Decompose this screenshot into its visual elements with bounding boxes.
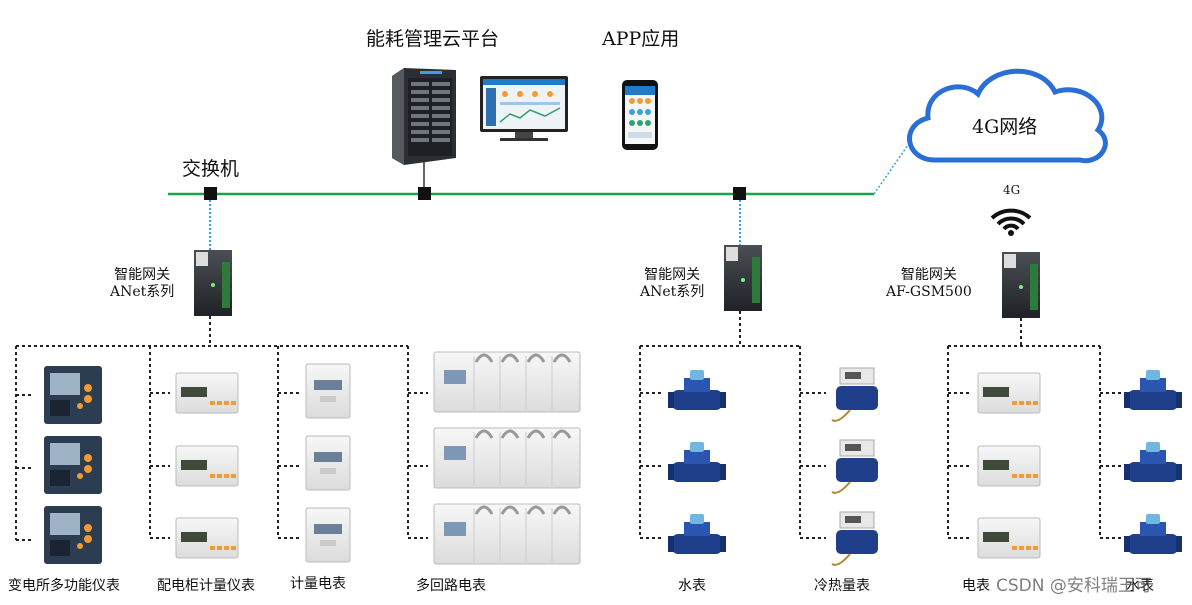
multifunction-meters: [44, 366, 102, 564]
wifi-icon: [990, 208, 1032, 236]
ethernet-bus: [168, 144, 909, 252]
phone-icon: [622, 80, 658, 150]
wifi-label: 4G: [1003, 183, 1021, 197]
platform-label: 能耗管理云平台: [366, 28, 500, 50]
label-heat-meter: 冷热量表: [814, 578, 870, 594]
label-substation-meter: 变电所多功能仪表: [8, 578, 120, 594]
network-label: 4G网络: [972, 116, 1038, 138]
switch-node-1: [204, 187, 217, 200]
energy-meters: [305, 363, 351, 563]
heat-meters: [831, 367, 878, 566]
app-label: APP应用: [602, 28, 680, 50]
watermark: CSDN @安科瑞王可: [996, 576, 1152, 596]
label-water-meter: 水表: [678, 578, 706, 594]
gateway-device-3: [1002, 252, 1040, 318]
label-water-meter-2: 水表: [1126, 578, 1154, 594]
label-electric-meter: 电表: [962, 578, 990, 594]
cloud-icon: [907, 68, 1108, 164]
label-cabinet-meter: 配电柜计量仪表: [157, 578, 255, 594]
switch-label: 交换机: [182, 158, 240, 180]
field-wiring: [15, 311, 1122, 541]
electricity-meters: [977, 372, 1041, 559]
gateway-device-2: [724, 245, 762, 311]
monitor-icon: [480, 76, 568, 141]
server-icon: [392, 68, 456, 165]
label-energy-meter: 计量电表: [290, 576, 346, 592]
switch-node-3: [733, 187, 746, 200]
cabinet-meters: [175, 372, 239, 559]
multi-loop-meters: [433, 351, 581, 565]
water-meters: [668, 370, 1182, 554]
gateway-device-1: [194, 250, 232, 316]
label-multiloop-meter: 多回路电表: [416, 578, 486, 594]
switch-node-2: [418, 187, 431, 200]
